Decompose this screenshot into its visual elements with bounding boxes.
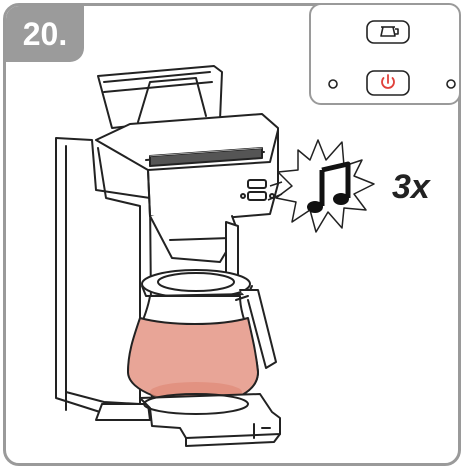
- carafe-icon: [381, 27, 398, 36]
- power-icon: [382, 75, 394, 88]
- left-indicator-light: [329, 80, 337, 88]
- carafe-button[interactable]: [367, 21, 409, 43]
- repeat-count: 3x: [392, 168, 430, 207]
- control-panel-drawing: [311, 5, 463, 107]
- control-panel-inset: [309, 3, 461, 105]
- right-indicator-light: [447, 80, 455, 88]
